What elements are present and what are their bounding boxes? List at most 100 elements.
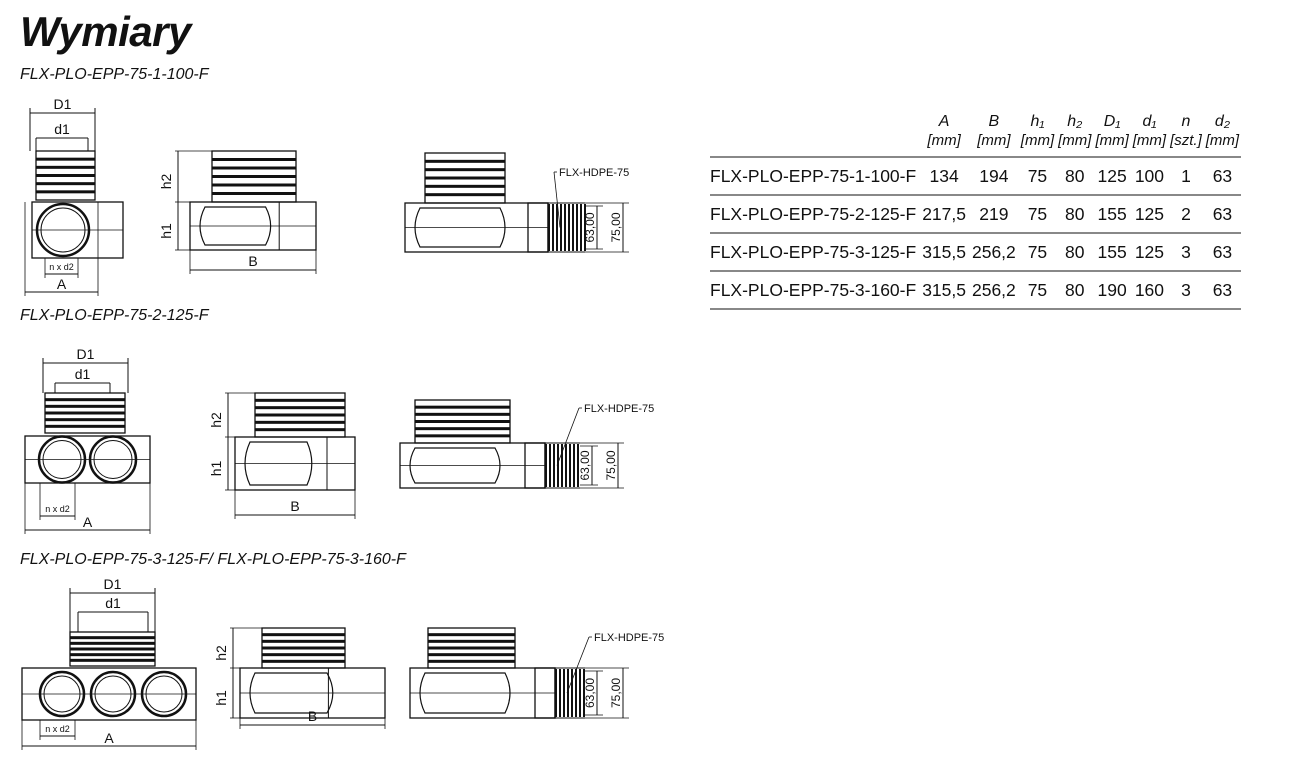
product-code: FLX-PLO-EPP-75-2-125-F (710, 194, 920, 233)
pipe-label: FLX-HDPE-75 (559, 167, 629, 179)
column-symbol: h₁ (1030, 113, 1045, 130)
rib (262, 639, 345, 643)
rib (70, 636, 155, 640)
chamber-shape (244, 441, 313, 486)
rib (255, 428, 345, 432)
table-cell: 125 (1130, 194, 1169, 233)
rib (425, 159, 505, 163)
rib (428, 659, 515, 663)
rib (425, 176, 505, 180)
dimension-label: d1 (54, 121, 70, 137)
pipe-label: FLX-HDPE-75 (584, 403, 654, 415)
column-header: A[mm] (919, 112, 969, 158)
rib (428, 646, 515, 650)
pipe-corrugation (583, 669, 585, 717)
outlet-circle (40, 207, 86, 253)
table-cell: 80 (1056, 194, 1094, 233)
table-cell: 75 (1018, 232, 1057, 271)
column-unit: [mm] (1020, 132, 1055, 149)
section-caption: FLX-PLO-EPP-75-3-125-F/ FLX-PLO-EPP-75-3… (20, 551, 406, 568)
rib (70, 641, 155, 645)
table-cell: 75 (1018, 270, 1057, 310)
outlet-circle (38, 670, 86, 718)
dimension-label: B (290, 498, 299, 514)
table-cell: 256,2 (968, 270, 1019, 310)
rib (212, 183, 296, 187)
drawing-line (556, 407, 580, 466)
table-cell: 1 (1168, 156, 1204, 195)
column-unit: [mm] (977, 132, 1011, 149)
table-cell: 125 (1093, 156, 1131, 195)
dimension-label: A (104, 730, 114, 746)
table-cell: 217,5 (919, 194, 969, 233)
dimension-label: 63,00 (583, 212, 597, 242)
rib (212, 166, 296, 170)
rib (36, 182, 95, 186)
column-unit: [mm] (1058, 132, 1092, 149)
column-symbol: B (988, 113, 1000, 130)
chamber-shape (409, 447, 501, 484)
table-cell: 155 (1093, 232, 1131, 271)
pipe-corrugation (557, 444, 559, 487)
pipe-label: FLX-HDPE-75 (594, 632, 664, 644)
drawing-line (566, 636, 590, 694)
table-cell: 190 (1093, 270, 1131, 310)
rib (45, 398, 125, 402)
dimension-label: D1 (54, 96, 72, 112)
rib (212, 158, 296, 161)
dimension-label: A (83, 514, 93, 530)
rib (45, 418, 125, 422)
pipe-corrugation (561, 444, 563, 487)
table-cell: 63 (1203, 194, 1242, 233)
outlet-circle (35, 202, 91, 258)
pipe-corrugation (555, 669, 557, 717)
rib (425, 184, 505, 188)
pipe-corrugation (545, 444, 547, 487)
rib (70, 653, 155, 657)
chamber-shape (249, 672, 334, 714)
pipe-corrugation (575, 669, 577, 717)
section-caption: FLX-PLO-EPP-75-1-100-F (20, 66, 209, 83)
outlet-circle (89, 670, 137, 718)
column-unit: [mm] (1205, 132, 1240, 149)
dimension-label: B (308, 708, 317, 724)
rib (262, 659, 345, 663)
dimension-label: h1 (213, 690, 229, 706)
dimension-label: h1 (208, 461, 224, 477)
outlet-circle (94, 675, 132, 713)
column-symbol: A (938, 113, 950, 130)
pipe-corrugation (584, 204, 586, 251)
column-symbol: d₁ (1142, 113, 1157, 130)
product-code: FLX-PLO-EPP-75-3-125-F (710, 232, 920, 271)
column-header: B [mm] (968, 112, 1019, 158)
dimension-label: n x d2 (45, 504, 70, 514)
rib (36, 174, 95, 177)
dimension-label: d1 (75, 366, 91, 382)
product-code: FLX-PLO-EPP-75-3-160-F (710, 270, 920, 310)
section-caption: FLX-PLO-EPP-75-2-125-F (20, 307, 209, 324)
rib (415, 412, 510, 416)
column-unit: [mm] (1095, 132, 1129, 149)
rib (70, 647, 155, 651)
dimension-label: 75,00 (609, 212, 623, 242)
dimension-label: 63,00 (583, 678, 597, 708)
rib (262, 646, 345, 650)
table-cell: 100 (1130, 156, 1169, 195)
dimension-label: B (248, 253, 257, 269)
column-symbol: d₂ (1214, 113, 1230, 130)
outlet-circle (145, 675, 183, 713)
outlet-circle (88, 435, 138, 484)
dimension-label: h2 (208, 412, 224, 428)
rib (415, 427, 510, 431)
rib (255, 420, 345, 424)
outlet-circle (42, 440, 82, 479)
dimension-label: h1 (158, 223, 174, 239)
chamber-shape (419, 672, 511, 714)
pipe-corrugation (556, 204, 558, 251)
rib (255, 406, 345, 410)
dimension-label: h2 (158, 174, 174, 190)
outlet-circle (140, 670, 188, 718)
rib (425, 168, 505, 172)
rib (36, 190, 95, 194)
